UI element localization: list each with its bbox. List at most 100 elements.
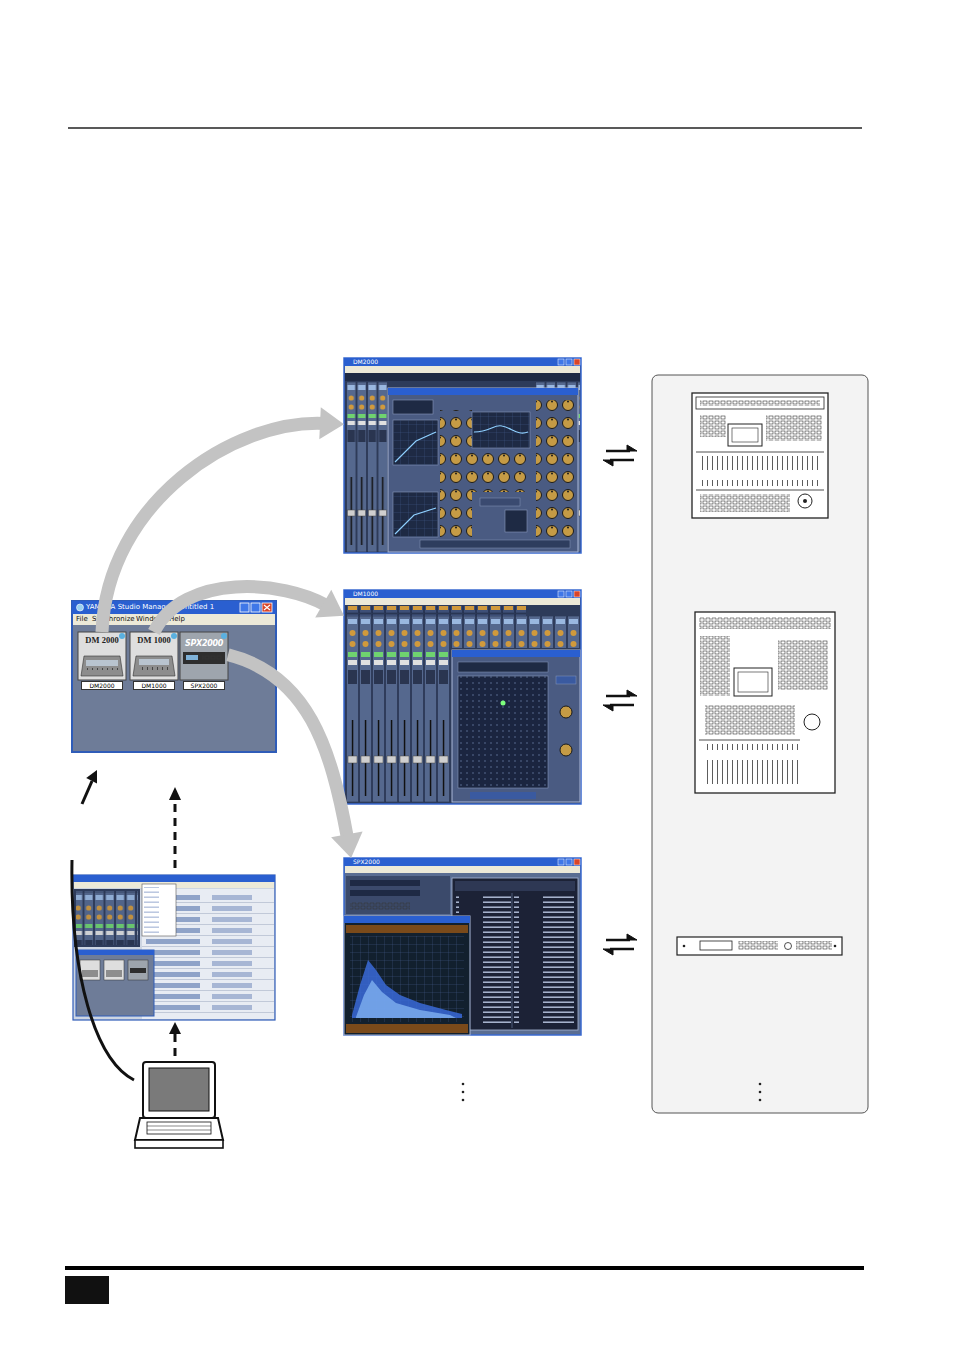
toolbar (345, 373, 580, 381)
window-button (558, 859, 564, 865)
device-icon (78, 632, 126, 680)
graph-footer (346, 1024, 468, 1033)
mixer-strips (76, 891, 138, 945)
console-image (86, 668, 118, 674)
close-button (574, 359, 580, 365)
button-group (700, 415, 726, 437)
list-divider (512, 893, 513, 1028)
status-badge (221, 633, 227, 639)
data-wheel (804, 714, 820, 730)
mode-button (556, 676, 576, 684)
two-way-arrow (603, 445, 637, 466)
dashed-arrow (174, 800, 177, 868)
host-application-window (73, 875, 275, 1020)
rack-screw (683, 945, 686, 948)
arrow-line (610, 459, 634, 462)
knob (560, 744, 572, 756)
console-image (86, 660, 118, 666)
knob (560, 706, 572, 718)
title-bar (72, 601, 276, 614)
keyboard (147, 1122, 211, 1134)
display (734, 668, 772, 696)
channel-strips (452, 616, 580, 648)
dm2000-console (692, 393, 828, 518)
arrow-line (606, 695, 630, 698)
display (728, 424, 762, 446)
parameter-field (350, 890, 420, 896)
spx2000-unit (677, 937, 842, 955)
dot (462, 1083, 465, 1086)
button-row (700, 400, 820, 406)
display-inner (738, 672, 768, 692)
two-way-arrow (603, 934, 637, 955)
status-row (420, 540, 570, 548)
channel-row (346, 606, 526, 616)
dot (759, 1091, 762, 1094)
menu-bar (345, 598, 580, 605)
menu-bar (345, 366, 580, 373)
rack-display (186, 655, 198, 660)
selected-channel-dialog (388, 388, 578, 552)
dm1000-console (695, 612, 835, 793)
knob (785, 943, 792, 950)
console-image (139, 667, 169, 674)
console-image (139, 659, 169, 665)
fader-bank (700, 456, 820, 486)
reverb-graph-window (344, 916, 470, 1035)
button-group (738, 941, 778, 950)
title-bar (76, 950, 154, 955)
window-body (73, 875, 275, 1020)
surround-field (458, 676, 548, 788)
button-group (778, 640, 828, 690)
arrow-shaft (102, 423, 324, 632)
surround-editor-dialog (452, 650, 580, 802)
window-button (566, 859, 572, 865)
flow-arrow (228, 655, 363, 858)
graph-grid (393, 492, 438, 537)
icon-title: DM 2000 (78, 635, 126, 645)
dot (759, 1083, 762, 1086)
header-rule (68, 127, 862, 129)
flow-arrow (102, 407, 344, 632)
window-title: DM1000 (353, 590, 378, 598)
device-icon: SPX2000SPX2000 (180, 632, 228, 689)
button-group (796, 941, 832, 950)
arrow-line (606, 939, 630, 942)
display-inner (732, 428, 758, 442)
graph-grid (350, 936, 464, 1022)
knob-group (440, 410, 472, 540)
knob-group (536, 400, 574, 540)
library-list (452, 878, 578, 1030)
close-cross (264, 605, 270, 610)
editor-window: SPX2000 (344, 858, 581, 1035)
fader-bank (705, 744, 800, 784)
rack-image (183, 652, 225, 664)
editor-window: DM1000 (344, 590, 581, 804)
close-button (574, 591, 580, 597)
menu-item: Synchronize (92, 615, 135, 624)
window-body (344, 358, 581, 553)
arrow-line (610, 704, 634, 707)
device-icon (180, 632, 228, 680)
surround-grid (458, 676, 548, 788)
menu-items (144, 887, 174, 933)
data-wheel (798, 494, 812, 508)
dialog-title-bar (344, 916, 470, 923)
laptop (135, 1062, 223, 1148)
close-button (262, 603, 272, 612)
window-button (566, 591, 572, 597)
dialog-title-bar (388, 388, 578, 395)
console-body (692, 393, 828, 518)
keyboard-row (147, 1130, 211, 1131)
eq-graph (472, 412, 530, 448)
menu-item: File (76, 615, 88, 624)
dropdown-menu (142, 884, 176, 936)
parameter-field (350, 880, 420, 886)
list-header (455, 881, 575, 891)
device-icon (130, 632, 178, 680)
panel-line (699, 740, 800, 741)
button-group (350, 902, 410, 910)
two-way-arrow (603, 690, 637, 711)
flow-arrow (154, 587, 344, 632)
